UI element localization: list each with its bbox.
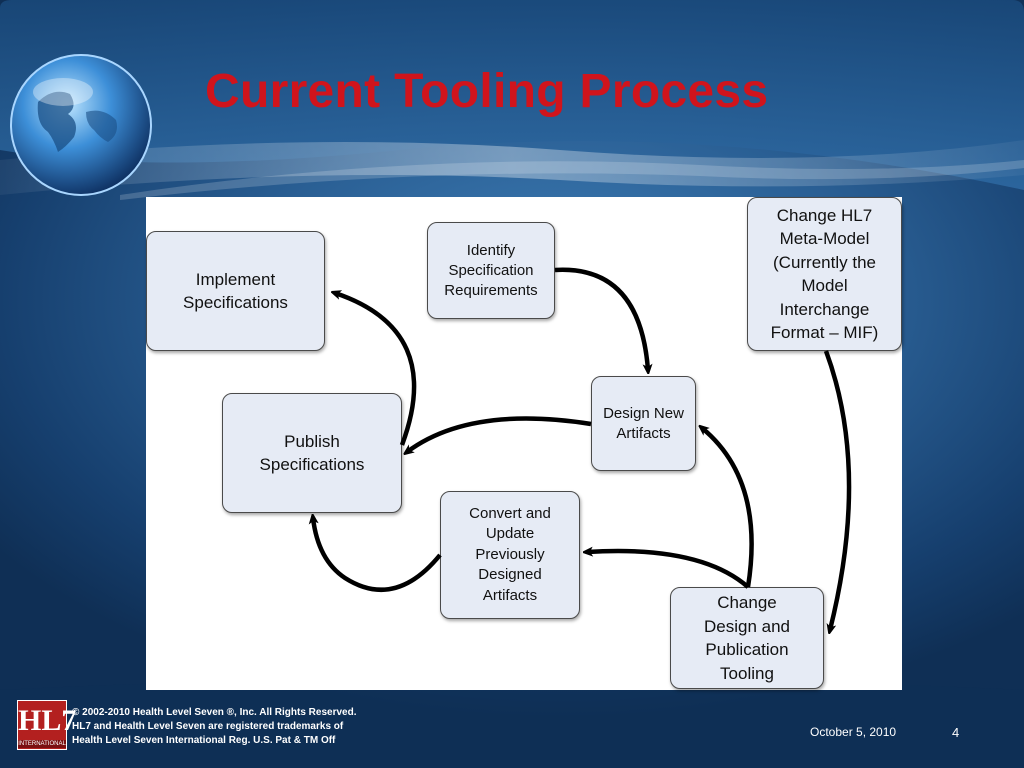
copyright-line: HL7 and Health Level Seven are registere… [72, 721, 344, 732]
copyright-line: © 2002-2010 Health Level Seven ®, Inc. A… [72, 707, 357, 718]
slide-page-number: 4 [952, 725, 960, 740]
copyright-line: Health Level Seven International Reg. U.… [72, 735, 336, 746]
node-change-hl7-label: Change HL7 Meta-Model (Currently the Mod… [770, 205, 879, 343]
node-identify-requirements: Identify Specification Requirements [427, 222, 555, 319]
node-publish-specifications: Publish Specifications [222, 393, 402, 513]
node-convert-update-artifacts: Convert and Update Previously Designed A… [440, 491, 580, 619]
node-publish-label: Publish Specifications [259, 432, 365, 474]
node-design-new-artifacts: Design New Artifacts [591, 376, 696, 471]
node-implement-specifications: Implement Specifications [146, 231, 325, 351]
globe-icon [10, 54, 152, 196]
hl7-logo: HL7 INTERNATIONAL [17, 700, 77, 750]
node-identify-label: Identify Specification Requirements [444, 241, 538, 299]
hl7-logo-subtext: INTERNATIONAL [18, 740, 66, 748]
node-convert-label: Convert and Update Previously Designed A… [469, 504, 551, 604]
node-change-design-tooling: Change Design and Publication Tooling [670, 587, 824, 689]
copyright-notice: © 2002-2010 Health Level Seven ®, Inc. A… [72, 706, 432, 748]
slide-date: October 5, 2010 [810, 725, 897, 739]
slide-title: Current Tooling Process [205, 65, 769, 118]
node-change-hl7-meta-model: Change HL7 Meta-Model (Currently the Mod… [747, 197, 902, 351]
hl7-logo-text: HL7 [18, 704, 77, 737]
node-change-tooling-label: Change Design and Publication Tooling [703, 593, 790, 683]
node-design-new-label: Design New Artifacts [603, 404, 684, 442]
node-implement-label: Implement Specifications [183, 270, 288, 312]
